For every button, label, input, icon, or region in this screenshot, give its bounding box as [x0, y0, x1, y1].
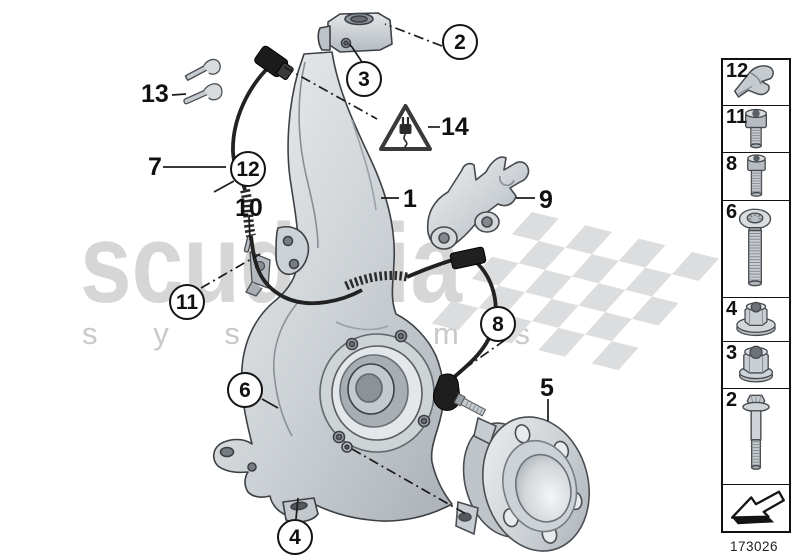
legend-number: 2 — [726, 389, 738, 411]
callout-label-9[interactable]: 9 — [539, 186, 553, 214]
socket-head-screw-icon — [745, 108, 767, 149]
legend-number: 8 — [726, 153, 738, 175]
callout-circle-12[interactable]: 12 — [230, 151, 266, 187]
callout-circle-4[interactable]: 4 — [277, 519, 313, 555]
socket-head-screw-icon — [747, 154, 766, 197]
callout-circle-8[interactable]: 8 — [480, 306, 516, 342]
sensor-cable-bracket-part — [426, 156, 530, 250]
retaining-clip-icon — [733, 65, 774, 98]
legend-item-2[interactable]: 2 — [723, 389, 789, 485]
fastener-legend-sidebar: 12 11 8 — [721, 58, 791, 533]
callout-label-1[interactable]: 1 — [403, 185, 417, 213]
callout-label-5[interactable]: 5 — [540, 374, 554, 402]
wheel-hub-bearing-part — [455, 416, 591, 552]
callout-label-14[interactable]: 14 — [441, 113, 469, 141]
abs-sensor-head — [433, 373, 487, 417]
sensor-plug-head — [254, 45, 294, 81]
electrical-plug-warning-icon — [379, 104, 432, 151]
collar-nut-icon — [738, 345, 774, 383]
callout-label-7[interactable]: 7 — [148, 153, 162, 181]
callout-circle-6[interactable]: 6 — [227, 372, 263, 408]
legend-number: 12 — [726, 60, 749, 82]
watermark-checkered-flag — [431, 212, 719, 371]
view-direction-arrow-icon — [730, 490, 785, 525]
torx-head-bolt-icon — [738, 208, 772, 287]
callout-circle-2[interactable]: 2 — [442, 24, 478, 60]
legend-number: 4 — [726, 298, 738, 320]
flange-nut-icon — [736, 301, 776, 337]
callout-circle-11[interactable]: 11 — [169, 284, 205, 320]
retaining-clips-part: 2 — [183, 58, 223, 105]
callout-label-10[interactable]: 10 — [235, 194, 263, 222]
abs-sensor-cable — [231, 45, 498, 417]
legend-item-3[interactable]: 3 — [723, 342, 789, 389]
legend-item-12[interactable]: 12 — [723, 60, 789, 106]
callout-label-13[interactable]: 13 — [141, 80, 169, 108]
view-direction-cell[interactable] — [723, 485, 789, 531]
diagram-reference-number: 173026 — [729, 539, 779, 554]
legend-item-8[interactable]: 8 — [723, 153, 789, 201]
legend-number: 3 — [726, 342, 738, 364]
legend-number: 6 — [726, 201, 738, 223]
legend-item-11[interactable]: 11 — [723, 106, 789, 153]
callout-circle-3[interactable]: 3 — [346, 61, 382, 97]
legend-item-6[interactable]: 6 — [723, 201, 789, 298]
leader-lines — [163, 23, 549, 520]
hex-flange-bolt-icon — [742, 394, 770, 470]
legend-number: 11 — [726, 106, 748, 128]
cable-connector — [449, 246, 487, 270]
steering-knuckle-part — [212, 12, 453, 523]
legend-item-4[interactable]: 4 — [723, 298, 789, 342]
